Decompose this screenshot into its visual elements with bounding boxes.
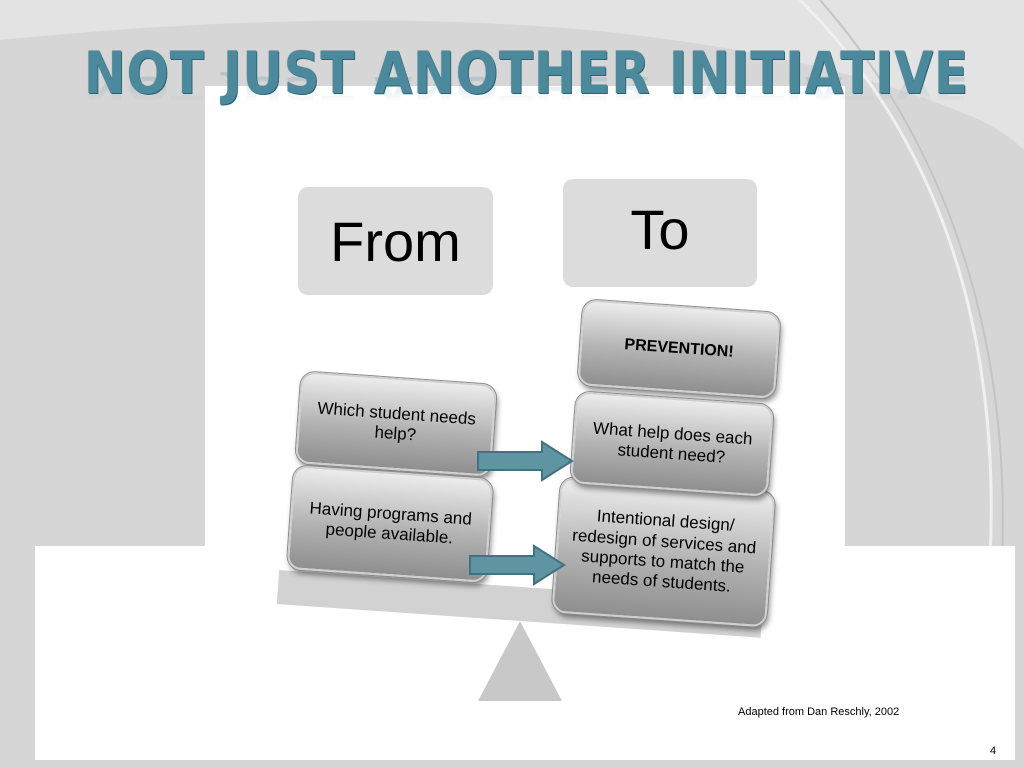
from-heading: From [298,187,493,295]
having-programs-block: Having programs and people available. [286,465,494,583]
balance-fulcrum [478,621,562,701]
what-help-block: What help does each student need? [570,391,774,497]
slide-number: 4 [990,745,997,757]
to-heading: To [563,179,757,287]
prevention-block: PREVENTION! [577,299,781,399]
arrow-right-icon [469,544,566,586]
slide-title: Not Just Another Initiative [84,39,969,107]
arrow-right-icon [477,440,574,482]
which-student-block: Which student needs help? [295,371,497,477]
intentional-design-block: Intentional design/ redesign of services… [551,476,776,628]
citation: Adapted from Dan Reschly, 2002 [738,706,900,718]
